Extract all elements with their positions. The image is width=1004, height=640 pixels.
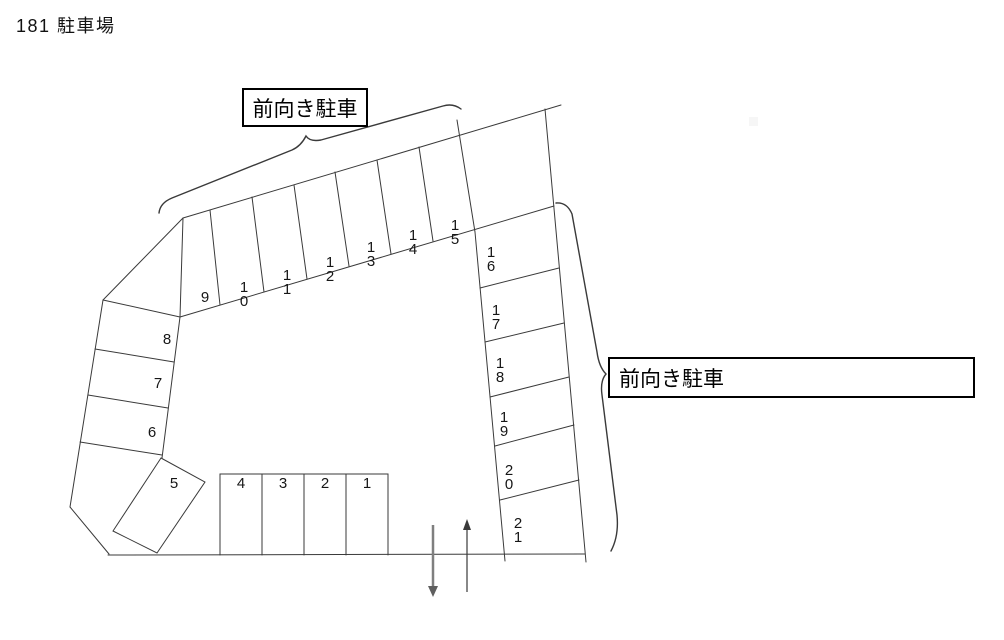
arrow-up-icon <box>463 519 471 592</box>
faint-artifact-square <box>749 117 758 126</box>
band-left-edge <box>179 217 184 318</box>
divider <box>494 424 575 447</box>
lot-left-edge <box>69 299 104 508</box>
divider <box>87 394 169 409</box>
space-label-13: 13 <box>366 239 376 270</box>
space-label-5: 5 <box>169 475 179 492</box>
space-label-10: 10 <box>239 279 249 310</box>
lot-topleft-diagonal <box>102 217 184 301</box>
front-parking-label-top: 前向き駐車 <box>242 88 368 127</box>
divider <box>251 196 265 293</box>
band-bottom-edge <box>179 205 555 318</box>
divider <box>456 119 476 233</box>
front-parking-label-right: 前向き駐車 <box>608 357 975 398</box>
divider <box>94 348 175 363</box>
left-column-top-edge <box>102 299 181 318</box>
divider <box>334 171 350 267</box>
brace-right <box>555 202 619 552</box>
space-label-9: 9 <box>200 289 210 306</box>
divider <box>479 267 560 289</box>
lot-right-edge <box>544 108 587 563</box>
space-label-17: 17 <box>491 302 501 333</box>
space-label-6: 6 <box>147 424 157 441</box>
arrow-down-icon <box>428 525 438 597</box>
brace-top <box>158 104 462 214</box>
space-label-1: 1 <box>362 475 372 492</box>
divider <box>79 441 163 456</box>
space-label-19: 19 <box>499 409 509 440</box>
space-label-14: 14 <box>408 227 418 258</box>
divider <box>418 146 434 242</box>
space-label-8: 8 <box>162 331 172 348</box>
space-5-outline <box>112 457 206 554</box>
space-label-2: 2 <box>320 475 330 492</box>
lot-bottomleft-edge <box>69 506 110 555</box>
page-title: 181 駐車場 <box>16 16 116 36</box>
space-label-7: 7 <box>153 375 163 392</box>
space-label-11: 11 <box>282 267 292 298</box>
space-label-21: 21 <box>513 515 523 546</box>
divider <box>484 322 565 343</box>
space-label-12: 12 <box>325 254 335 285</box>
left-column-right-edge <box>161 316 181 459</box>
braces <box>158 104 619 552</box>
space-label-15: 15 <box>450 217 460 248</box>
entrance-arrows <box>428 519 471 597</box>
divider <box>499 479 580 501</box>
divider <box>293 184 308 280</box>
space-label-3: 3 <box>278 475 288 492</box>
divider <box>209 209 221 306</box>
space-label-16: 16 <box>486 244 496 275</box>
band-top-edge <box>182 104 562 219</box>
divider <box>489 376 570 398</box>
lot-outline <box>69 104 587 563</box>
space-label-4: 4 <box>236 475 246 492</box>
divider <box>376 159 392 255</box>
space-label-18: 18 <box>495 355 505 386</box>
space-label-20: 20 <box>504 462 514 493</box>
